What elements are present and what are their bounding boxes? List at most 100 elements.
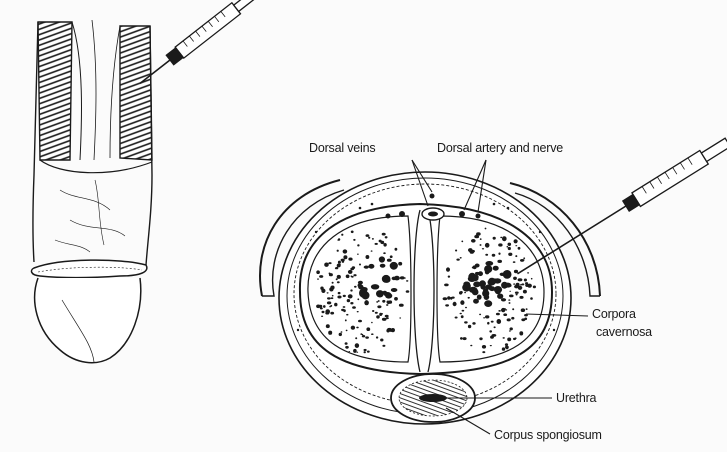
cavernous-space [376,336,378,338]
cavernous-space [366,327,370,331]
cavernous-space [485,228,487,230]
cavernous-space [518,278,523,281]
cavernous-space [329,273,333,276]
cavernous-space [380,339,383,342]
cavernous-space [353,349,357,353]
cavernous-space [385,236,388,238]
cavernous-space [398,262,402,266]
cavernous-space [465,307,467,309]
cavernous-space [463,337,467,340]
cavernous-space [386,317,389,319]
cavernous-space [367,351,370,353]
cavernous-space [519,331,523,335]
cavernous-space [516,294,518,296]
dorsal-artery [399,211,405,217]
cavernous-space [505,343,508,346]
cavernous-space [327,297,331,299]
cavernous-space [365,336,369,338]
cavernous-space [525,282,528,284]
label-dorsal-artery-nerve: Dorsal artery and nerve [437,141,563,155]
cavernous-space [485,254,488,256]
cavernous-space [390,262,398,270]
cavernous-space [448,276,450,278]
cavernous-space [337,239,339,241]
syringe-plunger [701,138,727,161]
cavernous-space [322,311,325,313]
cavernous-space [470,345,472,347]
cavernous-space [513,277,517,280]
dorsal-nerve [476,214,481,219]
cavernous-space [371,284,379,289]
cavernous-space [494,326,496,328]
cavernous-space [375,243,378,245]
cavernous-space [358,281,363,285]
cavernous-space [523,290,527,294]
cavernous-space [317,278,319,279]
cavernous-space [507,246,509,248]
cavernous-space [501,309,503,311]
cavernous-space [348,270,353,274]
cavernous-space [513,283,515,284]
cavernous-space [358,285,363,290]
cavernous-space [345,319,347,321]
cavernous-space [505,309,507,310]
cavernous-space [324,263,329,267]
cavernous-space [352,306,356,309]
cavernous-space [341,309,344,311]
cavernous-space [364,266,369,269]
cavernous-space [480,238,482,240]
cavernous-space [357,298,359,300]
cavernous-space [366,255,370,259]
cavernous-space [329,306,331,308]
cavernous-space [515,337,517,339]
cavernous-space [464,321,468,323]
cavernous-space [385,293,392,299]
cavernous-space [339,264,341,265]
cavernous-space [507,318,511,321]
cavernous-space [492,334,497,337]
cavernous-space [336,278,338,280]
cavernous-space [518,247,521,250]
cavernous-space [399,317,401,318]
cavernous-space [494,286,502,293]
shaft-inner-line [92,20,96,160]
cavernous-space [480,244,482,246]
syringe-plunger [234,0,256,11]
cavernous-space [334,303,337,307]
cavernous-space [468,325,471,328]
cavernous-space [500,237,502,239]
cavernous-space [346,275,350,279]
cavernous-space [492,254,496,257]
cavernous-space [394,276,400,281]
cavernous-space [377,305,381,308]
skin-edge [40,160,152,173]
cavernous-space [355,343,359,348]
cavernous-space [337,296,341,299]
superficial-dorsal-vein [430,194,435,199]
syringe-barrel [632,150,708,206]
cavernous-space [363,287,368,291]
cavernous-space [443,297,448,300]
label-corpus-spongiosum: Corpus spongiosum [494,428,602,442]
label-dorsal-veins: Dorsal veins [309,141,375,155]
cavernous-space [350,289,352,291]
cavernous-space [473,299,479,304]
dorsal-nerve [386,214,391,219]
cavernous-space [327,301,331,304]
cavernous-space [399,304,404,307]
cavernous-space [498,243,502,246]
cavernous-space [364,351,366,353]
cavernous-space [353,274,356,276]
cavernous-space [509,295,514,298]
cavernous-space [520,259,524,262]
cavernous-space [493,266,499,271]
cavernous-space [343,249,348,253]
cavernous-space [382,233,386,236]
cavernous-space [484,300,492,307]
cavernous-space [474,235,478,238]
cavernous-space [519,296,523,299]
cavernous-space [331,297,334,299]
cavernous-space [366,234,370,237]
cavernous-space [328,262,331,264]
cavernous-space [391,288,398,292]
